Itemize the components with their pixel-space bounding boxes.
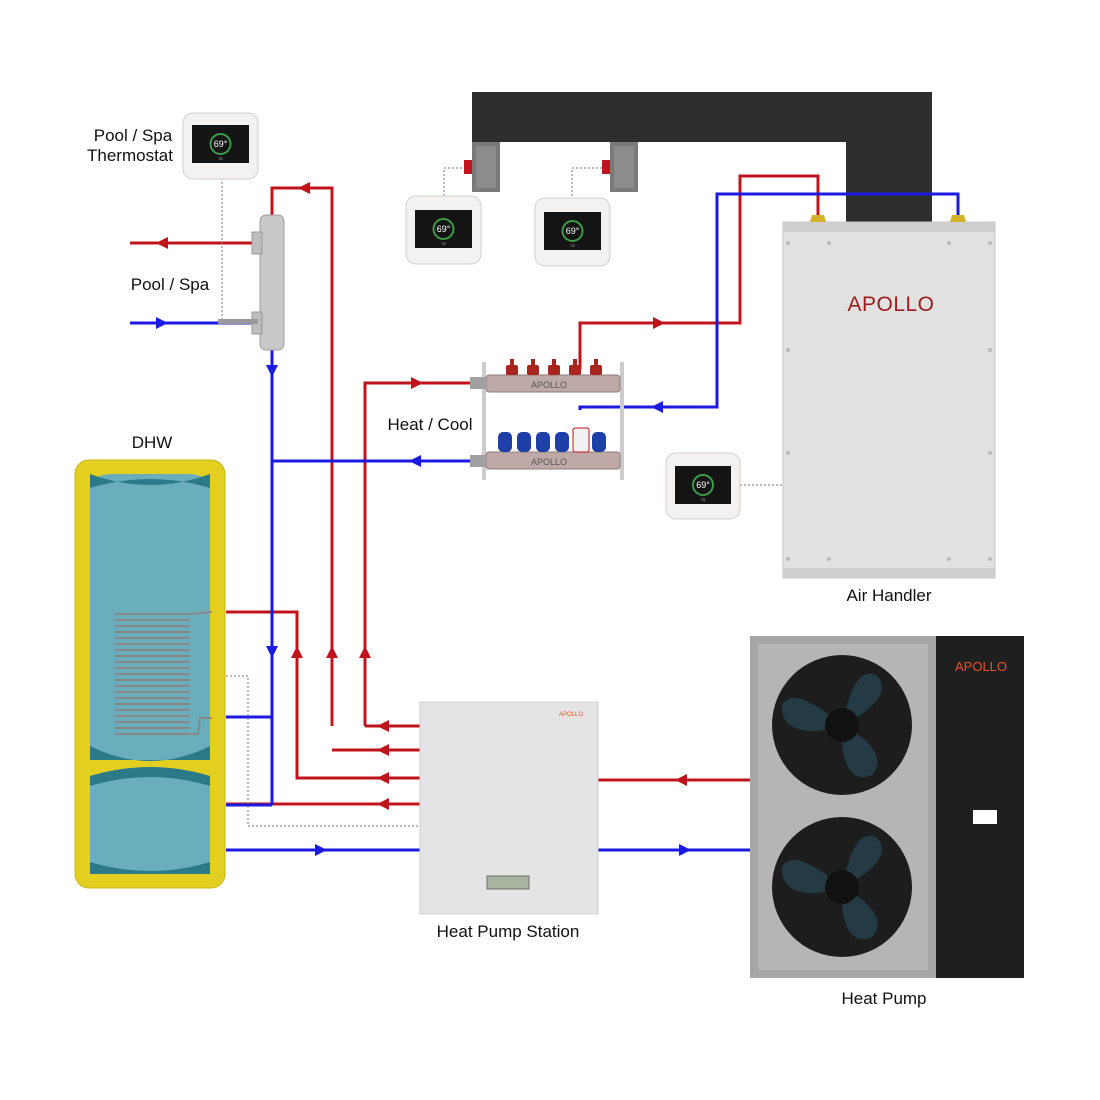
- thermostat-setpoint: 72: [701, 497, 706, 502]
- fan-bottom: [772, 817, 912, 957]
- arrow-icon: [266, 646, 278, 658]
- arrow-icon: [156, 317, 168, 329]
- dhw-coil: [115, 611, 213, 735]
- heat-pump-station-label: Heat Pump Station: [437, 922, 580, 941]
- arrow-icon: [359, 646, 371, 658]
- air-handler-brand: APOLLO: [847, 293, 934, 316]
- heat-cool-label: Heat / Cool: [387, 415, 472, 434]
- arrow-icon: [315, 844, 327, 856]
- flow-arrows: [156, 182, 691, 856]
- arrow-icon: [377, 798, 389, 810]
- arrow-icon: [409, 455, 421, 467]
- pool-heat-exchanger: [218, 214, 285, 351]
- arrow-icon: [291, 646, 303, 658]
- arrow-icon: [377, 772, 389, 784]
- pool-spa-label: Pool / Spa: [131, 275, 210, 294]
- thermostat-temperature: 69°: [214, 139, 228, 149]
- arrow-icon: [377, 720, 389, 732]
- thermostat-temperature: 69°: [696, 480, 710, 490]
- pool-spa-thermostat[interactable]: 69° 72: [182, 112, 259, 180]
- fan-top: [772, 655, 912, 795]
- air-handler: APOLLO: [782, 215, 996, 579]
- heat-pump: APOLLO: [750, 636, 1024, 978]
- zone-thermostat-1[interactable]: 69° 72: [405, 195, 482, 265]
- arrow-icon: [377, 744, 389, 756]
- pool-spa-thermostat-label-line2: Thermostat: [87, 146, 173, 165]
- pool-spa-thermostat-label: Pool / Spa: [94, 126, 173, 145]
- station-brand: APOLLO: [559, 712, 583, 718]
- zone-thermostat-2[interactable]: 69° 72: [534, 197, 611, 267]
- thermostat-temperature: 69°: [566, 226, 580, 236]
- heat-pump-brand: APOLLO: [955, 659, 1007, 674]
- arrow-icon: [653, 317, 665, 329]
- station-display: [486, 875, 530, 890]
- arrow-icon: [675, 774, 687, 786]
- arrow-icon: [679, 844, 691, 856]
- arrow-icon: [156, 237, 168, 249]
- arrow-icon: [651, 401, 663, 413]
- dhw-tank: [74, 459, 226, 889]
- arrow-icon: [266, 365, 278, 377]
- arrow-icon: [326, 646, 338, 658]
- arrow-icon: [298, 182, 310, 194]
- heat-pump-display: [973, 810, 997, 824]
- dhw-label: DHW: [132, 433, 173, 452]
- manifold-supply-brand: APOLLO: [531, 380, 567, 390]
- thermostat-setpoint: 72: [570, 243, 575, 248]
- thermostat-setpoint: 72: [441, 241, 446, 246]
- air-handler-label: Air Handler: [846, 586, 931, 605]
- heat-pump-station: APOLLO: [419, 701, 599, 915]
- arrow-icon: [411, 377, 423, 389]
- thermostat-temperature: 69°: [437, 224, 451, 234]
- heat-pump-label: Heat Pump: [841, 989, 926, 1008]
- manifold-return-brand: APOLLO: [531, 457, 567, 467]
- manifold: APOLLO APOLLO: [470, 359, 624, 480]
- air-handler-thermostat[interactable]: 69° 72: [665, 452, 741, 520]
- thermostat-setpoint: 72: [218, 156, 223, 161]
- duct: [464, 92, 932, 222]
- return-pipes: [130, 192, 960, 852]
